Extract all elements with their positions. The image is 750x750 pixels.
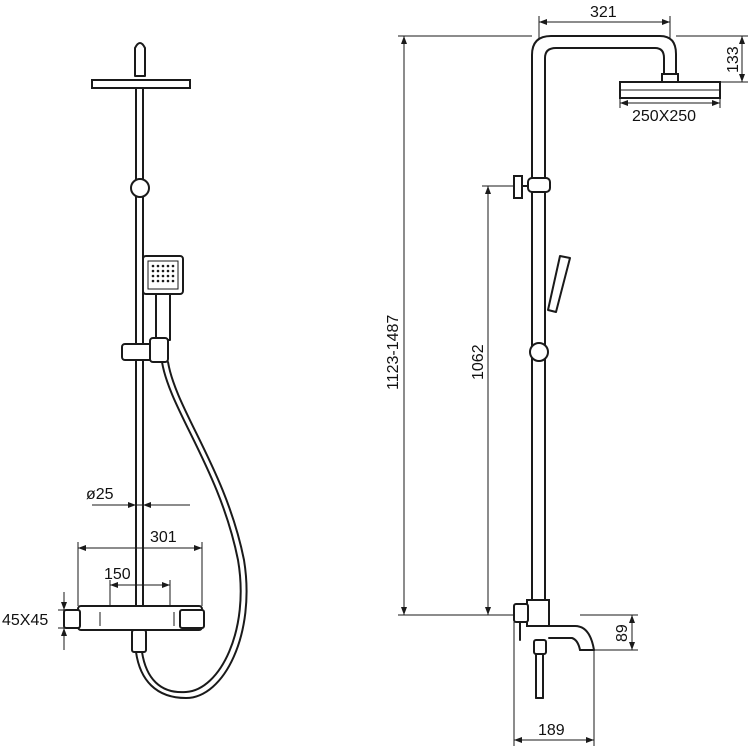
label-head-drop: 133 (725, 46, 742, 73)
side-mixer-body (526, 599, 550, 627)
label-arm-length: 321 (590, 4, 617, 21)
dim-height-range: 1123-1487 (385, 35, 532, 616)
label-mixer-section: 45X45 (2, 612, 48, 629)
side-view: 321 133 250X250 1123-1487 (385, 4, 748, 746)
dim-mixer-section: 45X45 (2, 592, 76, 650)
side-riser-arm-outer (531, 35, 677, 601)
label-head-size: 250X250 (632, 108, 696, 125)
front-wall-bracket (130, 178, 150, 198)
front-shower-arm (134, 42, 146, 77)
dim-pipe-diameter: ø25 (86, 486, 190, 508)
dim-spout-height: 89 (580, 614, 638, 651)
dim-head-drop: 133 (676, 35, 748, 83)
side-slider (529, 342, 549, 362)
label-height-range: 1123-1487 (385, 315, 402, 390)
dim-arm-length: 321 (538, 4, 671, 40)
label-inlet-spacing: 150 (104, 566, 131, 583)
front-hand-shower-handle (155, 293, 171, 341)
side-riser-arm-inner (544, 47, 665, 601)
front-hose-connector (131, 629, 147, 653)
front-shower-head (91, 79, 191, 89)
label-spout-reach: 189 (538, 722, 565, 739)
label-spout-height: 89 (614, 624, 631, 642)
dim-handle-height: 1062 (470, 185, 514, 616)
dim-inlet-spacing: 150 (104, 566, 171, 590)
dim-width-overall: 301 (77, 529, 203, 606)
side-wall-bracket (513, 175, 523, 199)
label-pipe-diameter: ø25 (86, 486, 114, 503)
label-handle-height: 1062 (470, 344, 487, 380)
front-view: ø25 301 150 45X45 (2, 42, 248, 699)
hand-shower-nozzles (151, 264, 175, 283)
label-width-overall: 301 (150, 529, 177, 546)
side-spout (548, 625, 595, 651)
side-hand-shower (547, 255, 571, 313)
front-hose (141, 361, 242, 694)
dim-spout-reach: 189 (513, 622, 595, 746)
dim-head-size: 250X250 (619, 98, 721, 125)
